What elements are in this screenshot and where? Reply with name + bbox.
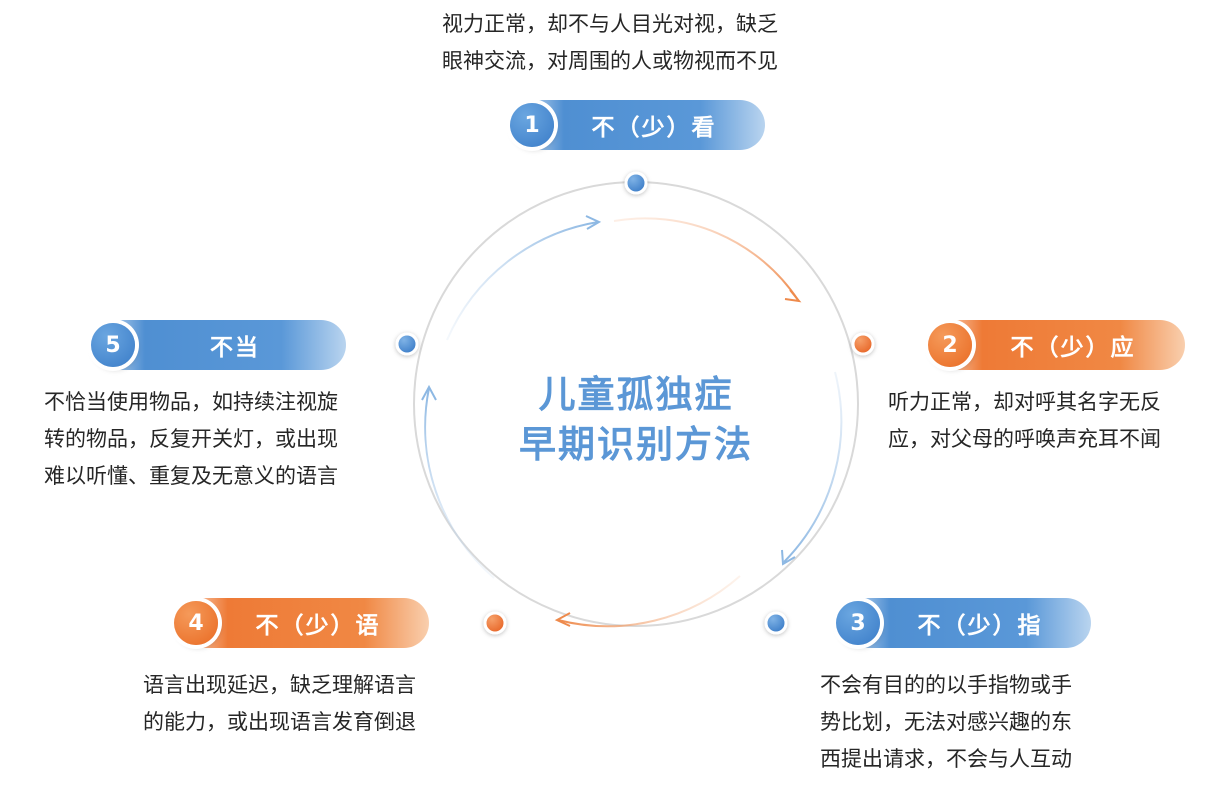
- center-title-line-2: 早期识别方法: [519, 423, 753, 466]
- ring-dot-3: [764, 611, 788, 635]
- item-1-number-badge: 1: [510, 103, 554, 147]
- item-5-description: 不恰当使用物品，如持续注视旋 转的物品，反复开关灯，或出现 难以听懂、重复及无意…: [44, 390, 338, 488]
- item-2-description: 听力正常，却对呼其名字无反 应，对父母的呼唤声充耳不闻: [888, 390, 1161, 451]
- item-2-label: 不（少）应: [1010, 335, 1136, 361]
- ring-dot-4: [483, 611, 507, 635]
- item-3-label: 不（少）指: [917, 613, 1043, 639]
- item-4-pill: 4 不（少）语: [171, 598, 429, 648]
- item-4-label: 不（少）语: [255, 613, 381, 639]
- arrowhead-icon: [784, 289, 802, 303]
- item-2-pill: 2 不（少）应: [925, 320, 1185, 370]
- arrowhead-icon: [585, 215, 602, 230]
- item-1-pill: 1 不（少）看: [507, 100, 765, 150]
- arc-arrow-3-4: [557, 575, 741, 628]
- item-4-description: 语言出现延迟，缺乏理解语言 的能力，或出现语言发育倒退: [143, 673, 416, 734]
- arc-arrow-5-1: [446, 221, 599, 341]
- item-1-label: 不（少）看: [591, 115, 717, 141]
- ring-dot-2: [851, 332, 875, 356]
- item-5-pill: 5 不当: [88, 320, 346, 370]
- item-1-description: 视力正常，却不与人目光对视，缺乏 眼神交流，对周围的人或物视而不见: [442, 12, 778, 73]
- arc-arrow-4-5: [424, 387, 495, 579]
- item-5-label: 不当: [210, 335, 260, 361]
- arc-arrow-1-2: [613, 217, 799, 301]
- ring-dot-1: [624, 171, 648, 195]
- arrowhead-icon: [781, 549, 796, 566]
- arrowhead-icon: [554, 612, 571, 627]
- item-3-number-badge: 3: [836, 601, 880, 645]
- center-title-line-1: 儿童孤独症: [538, 373, 734, 416]
- arc-arrow-2-3: [783, 371, 843, 563]
- item-3-pill: 3 不（少）指: [833, 598, 1091, 648]
- item-2-number-badge: 2: [928, 323, 972, 367]
- center-title: 儿童孤独症 早期识别方法: [466, 370, 806, 470]
- arrowhead-icon: [421, 384, 437, 401]
- ring-dot-5: [395, 332, 419, 356]
- item-5-number-badge: 5: [91, 323, 135, 367]
- item-4-number-badge: 4: [174, 601, 218, 645]
- item-3-description: 不会有目的的以手指物或手 势比划，无法对感兴趣的东 西提出请求，不会与人互动: [820, 673, 1072, 771]
